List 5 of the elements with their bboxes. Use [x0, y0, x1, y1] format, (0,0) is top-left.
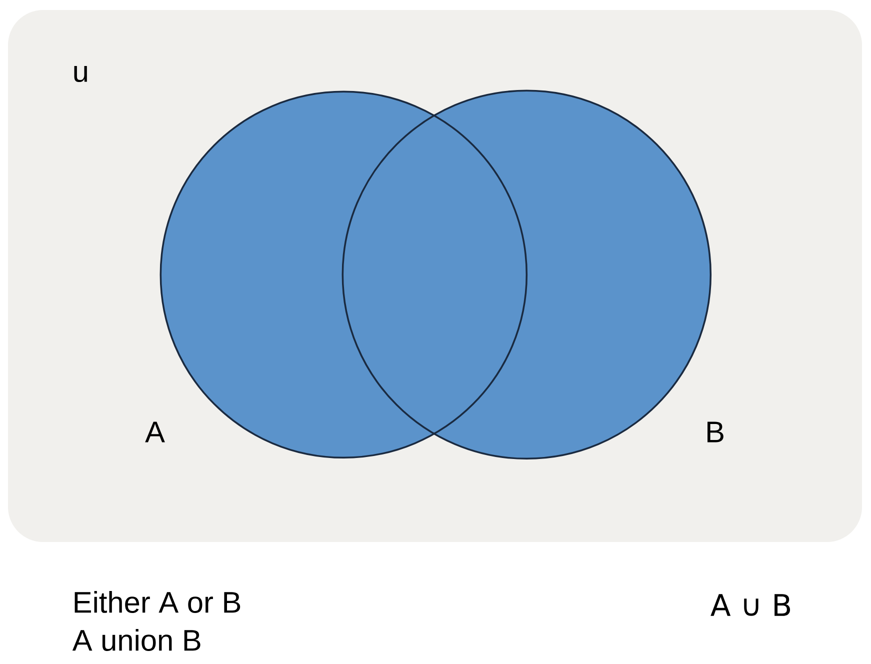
caption-text: A ∪ B [710, 594, 790, 616]
set-label: A [145, 422, 165, 442]
caption-text: A union B [72, 629, 200, 651]
set-label: B [708, 422, 724, 442]
caption-text: Either A or B [74, 591, 240, 613]
